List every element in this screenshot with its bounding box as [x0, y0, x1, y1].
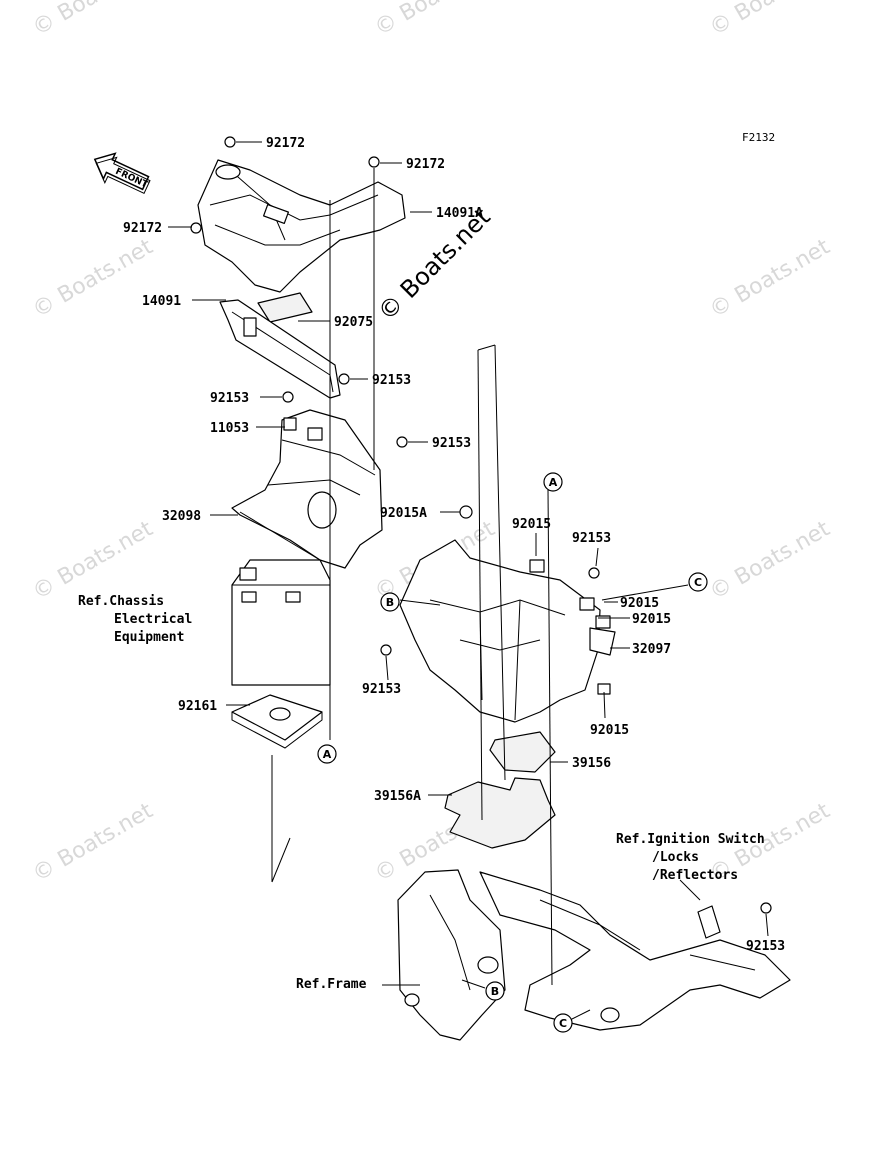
watermark-5: © Boats.net [706, 234, 835, 323]
label-92153-upper-right: 92153 [372, 373, 411, 388]
label-32097: 32097 [632, 642, 671, 657]
label-92172-top: 92172 [266, 136, 305, 151]
holder-32098-drawing [231, 409, 383, 569]
label-92153-upper-left: 92153 [210, 391, 249, 406]
svg-text:A: A [549, 476, 558, 489]
label-14091: 14091 [142, 294, 181, 309]
tray-92161-drawing [231, 694, 323, 749]
reference-labels: Ref.Chassis Electrical Equipment Ref.Ign… [78, 594, 765, 992]
label-11053: 11053 [210, 421, 249, 436]
label-92172-right: 92172 [406, 157, 445, 172]
label-92075: 92075 [334, 315, 373, 330]
top-cover-drawing [197, 159, 406, 293]
label-92015A: 92015A [380, 506, 427, 521]
watermark-8: © Boats.net [706, 516, 835, 605]
svg-text:B: B [386, 596, 394, 609]
battery-drawing [231, 559, 331, 686]
svg-text:B: B [491, 985, 499, 998]
callouts: A A B B C C [317, 472, 708, 1033]
label-92153-frame: 92153 [746, 939, 785, 954]
ref-ignition-line2: /Locks [652, 850, 699, 865]
watermark-2: © Boats.net [371, 0, 500, 41]
label-92172-left: 92172 [123, 221, 162, 236]
label-92161: 92161 [178, 699, 217, 714]
label-92015-top: 92015 [512, 517, 551, 532]
watermark-1: © Boats.net [29, 0, 158, 41]
watermark-6: © Boats.net [29, 516, 158, 605]
svg-text:C: C [694, 576, 702, 589]
label-32098: 32098 [162, 509, 201, 524]
label-92015-right-2: 92015 [632, 612, 671, 627]
label-92153-case: 92153 [572, 531, 611, 546]
callout-A-bottom: A [317, 744, 337, 764]
label-14091A: 14091A [436, 206, 483, 221]
label-92153-left-case: 92153 [362, 682, 401, 697]
label-92153-mid: 92153 [432, 436, 471, 451]
plate-92075-drawing [257, 292, 313, 323]
ref-ignition-line1: Ref.Ignition Switch [616, 832, 765, 847]
watermark-3: © Boats.net [706, 0, 835, 41]
ref-chassis-line1: Ref.Chassis [78, 594, 164, 609]
svg-text:A: A [323, 748, 332, 761]
watermark-4: © Boats.net [29, 234, 158, 323]
leader-lines [168, 141, 769, 1021]
ref-chassis-line2: Electrical [114, 612, 192, 627]
label-92015-bottom: 92015 [590, 723, 629, 738]
label-92015-right-1: 92015 [620, 596, 659, 611]
callout-A-top: A [543, 472, 563, 492]
frame-drawing [397, 869, 791, 1041]
ref-ignition-line3: /Reflectors [652, 868, 738, 883]
mat-39156-drawing [489, 731, 556, 773]
ref-chassis-line3: Equipment [114, 630, 184, 645]
callout-B-frame: B [485, 981, 505, 1001]
label-39156A: 39156A [374, 789, 421, 804]
callout-C-case: C [688, 572, 708, 592]
mat-39156A-drawing [444, 777, 556, 849]
battery-case-drawing [399, 539, 616, 723]
ref-frame: Ref.Frame [296, 977, 367, 992]
front-arrow-icon: FRONT [93, 152, 151, 194]
part-labels: 92172 92172 92172 14091A 14091 92075 921… [123, 136, 785, 954]
label-39156: 39156 [572, 756, 611, 771]
figure-code: F2132 [742, 131, 775, 144]
svg-text:C: C [559, 1017, 567, 1030]
watermark-9: © Boats.net [29, 798, 158, 887]
callout-B-case: B [380, 592, 400, 612]
callout-C-frame: C [553, 1013, 573, 1033]
